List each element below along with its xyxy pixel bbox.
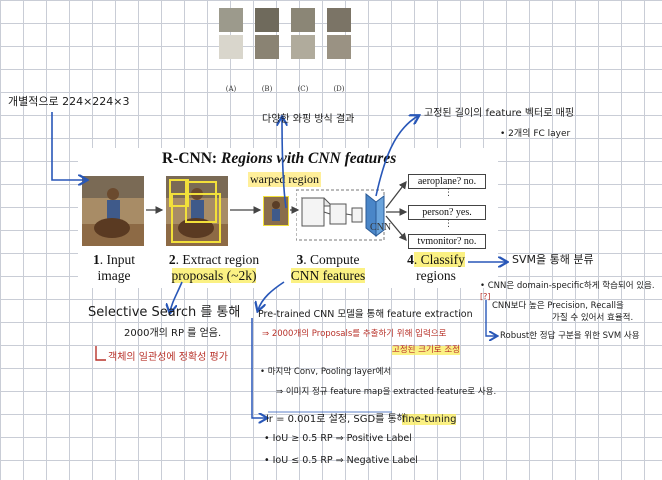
thumb-label-c: (C) — [297, 85, 309, 93]
thumb-tile — [327, 8, 351, 32]
stage-4-line2: regions — [416, 267, 456, 283]
cnn-label: CNN — [370, 222, 392, 233]
warping-examples-image: (A) (B) (C) (D) — [219, 8, 359, 93]
note-svm-robust: Robust한 정답 구분을 위한 SVM 사용 — [500, 331, 640, 341]
note-pretrained-red2: 고정된 크기로 조정 — [392, 345, 460, 356]
note-svm-bullet2: CNN보다 높은 Precision, Recall을 — [492, 301, 624, 311]
thumb-column-a — [219, 8, 243, 62]
thumb-column-d — [327, 8, 351, 62]
warped-region-label: warped region — [248, 172, 321, 187]
class-box-tvmonitor: tvmonitor? no. — [408, 234, 486, 249]
figure-title-prefix: R-CNN: — [162, 150, 221, 167]
note-feature-vector: 고정된 길이의 feature 벡터로 매핑 — [424, 108, 575, 119]
thumb-label-a: (A) — [225, 85, 237, 93]
stage-3-number: 3 — [296, 252, 304, 267]
note-2000-rp: 2000개의 RP 를 얻음. — [124, 328, 222, 339]
stage-4-number: 4 — [407, 252, 414, 267]
stage-1-line2: image — [97, 267, 131, 283]
thumb-column-b — [255, 8, 279, 62]
thumb-tile — [291, 35, 315, 59]
stage-3-line2: CNN features — [290, 267, 366, 283]
note-svm: SVM을 통해 분류 — [512, 253, 594, 266]
rcnn-figure: R-CNN: Regions with CNN features — [78, 148, 498, 288]
stage-4-caption: 4. Classify regions — [384, 252, 488, 283]
note-iou-negative: • IoU ≤ 0.5 RP ⇒ Negative Label — [264, 455, 418, 466]
figure-arrows — [146, 180, 408, 241]
class-box-aeroplane: aeroplane? no. — [408, 174, 486, 189]
thumb-label-d: (D) — [333, 85, 345, 93]
thumb-tile — [255, 8, 279, 32]
stage-3-line1: . Compute — [303, 252, 360, 267]
cnn-block — [296, 189, 385, 241]
stage-1-caption: 1. Input image — [84, 252, 144, 283]
stage-4-line1: . Classify — [413, 252, 465, 267]
stage-2-line2: proposals (~2k) — [171, 267, 257, 283]
figure-title-main: Regions with CNN features — [220, 150, 397, 167]
vertical-dots: ⋮ — [444, 219, 453, 229]
thumb-tile — [327, 35, 351, 59]
note-selective-red: 객체의 일관성에 정확성 평가 — [108, 352, 228, 363]
stage-2-caption: 2. Extract region proposals (~2k) — [152, 252, 276, 283]
thumb-tile — [219, 35, 243, 59]
note-last-conv: • 마지막 Conv, Pooling layer에서 — [260, 367, 392, 377]
stage-1-number: 1 — [93, 252, 100, 267]
stage-1-line1: . Input — [99, 252, 135, 267]
stage-2-number: 2 — [168, 252, 176, 267]
note-iou-positive: • IoU ≥ 0.5 RP ⇒ Positive Label — [264, 433, 412, 444]
proposals-image — [166, 176, 228, 246]
note-finetuning: fine-tuning — [402, 414, 457, 425]
class-box-person: person? yes. — [408, 205, 486, 220]
note-feature-map: ⇒ 이미지 정규 feature map을 extracted feature로… — [276, 387, 497, 397]
stage-3-caption: 3. Compute CNN features — [274, 252, 382, 283]
thumb-tile — [291, 8, 315, 32]
stage-2-line1: . Extract region — [175, 252, 260, 267]
thumb-tile — [255, 35, 279, 59]
vertical-dots: ⋮ — [444, 188, 453, 198]
note-fc-layers: • 2개의 FC layer — [500, 129, 571, 139]
note-pretrained: Pre-trained CNN 모델을 통해 feature extractio… — [258, 309, 473, 320]
note-selective-search: Selective Search 를 통해 — [88, 305, 241, 320]
thumb-column-c — [291, 8, 315, 62]
note-svm-ref: [?] — [480, 292, 491, 301]
thumb-label-b: (B) — [261, 85, 273, 93]
figure-title: R-CNN: Regions with CNN features — [162, 150, 396, 168]
note-svm-bullet2b: 가질 수 있어서 효율적. — [552, 313, 634, 323]
note-lr: lr = 0.001로 설정, SGD를 통해 — [266, 414, 406, 425]
thumb-tile — [219, 8, 243, 32]
note-input-size: 개별적으로 224×224×3 — [8, 95, 130, 108]
input-image — [82, 176, 144, 246]
note-warping: 다양한 와핑 방식 결과 — [262, 114, 355, 125]
note-svm-bullet1: • CNN은 domain-specific하게 학습되어 있음. — [480, 281, 655, 291]
note-pretrained-red1: ⇒ 2000개의 Proposals를 추출하기 위해 입력으로 — [262, 329, 447, 339]
